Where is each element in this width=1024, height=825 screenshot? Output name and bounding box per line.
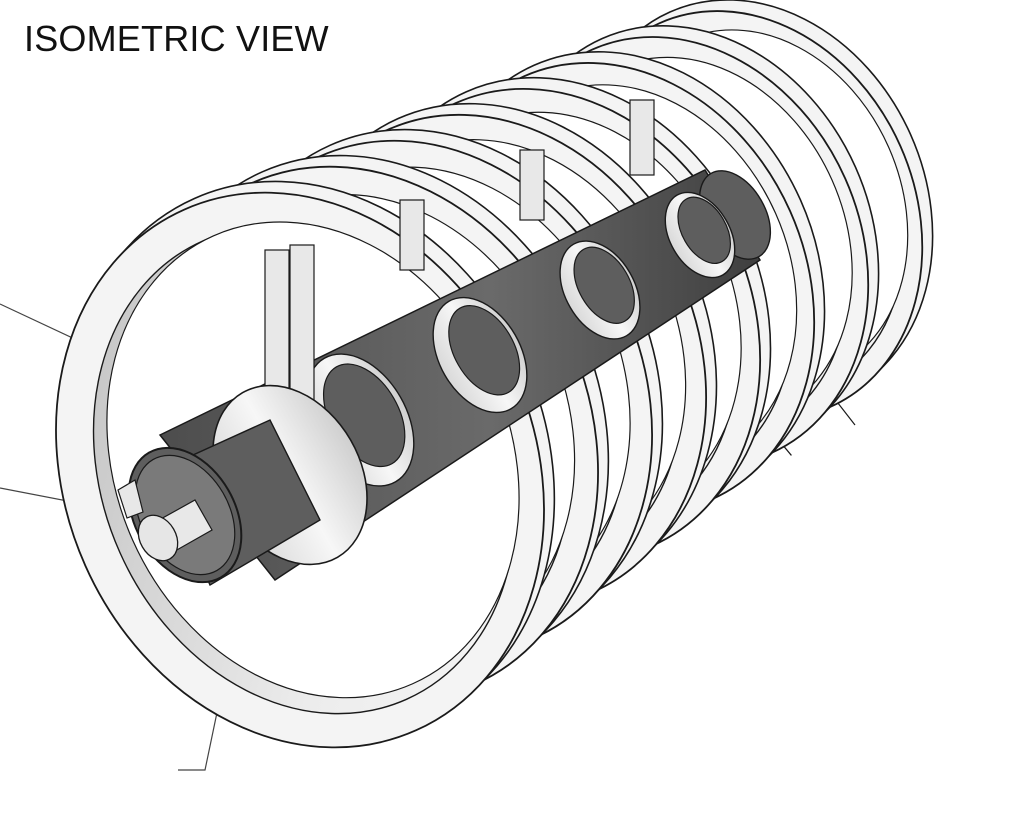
collar-bore	[677, 196, 732, 264]
collar-bore	[573, 246, 635, 324]
page-title: ISOMETRIC VIEW	[24, 18, 329, 59]
strut-group	[264, 99, 655, 401]
strut	[629, 99, 655, 176]
strut	[399, 199, 425, 271]
shaft-assembly	[117, 99, 772, 587]
hub-key	[117, 479, 144, 519]
front-hub	[117, 384, 368, 587]
hub-pin-end	[137, 514, 179, 562]
strut	[519, 149, 545, 221]
strut	[264, 249, 290, 401]
collar-bore	[448, 305, 521, 396]
strut	[289, 244, 315, 401]
